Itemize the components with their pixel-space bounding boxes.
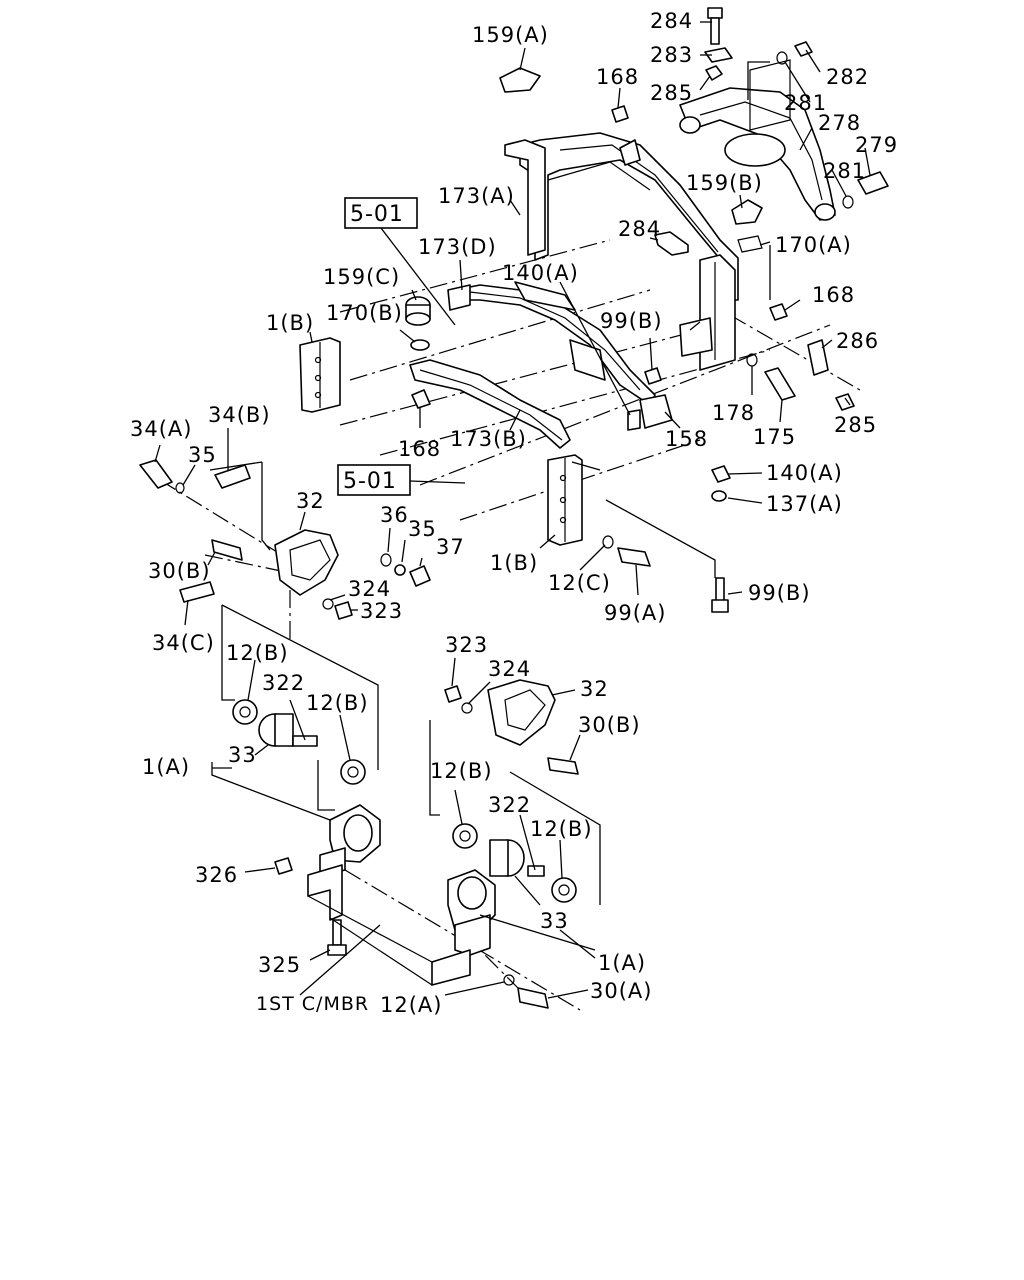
callout-label: 137(A) <box>766 492 843 516</box>
callout-label: 37 <box>436 535 465 559</box>
callout-label: 158 <box>665 427 708 451</box>
callout-label: 159(C) <box>323 265 400 289</box>
callout-label: 323 <box>445 633 488 657</box>
callout-label: 1(B) <box>266 311 314 335</box>
callout-label: 325 <box>258 953 301 977</box>
callout-label: 173(A) <box>438 184 515 208</box>
callout-label: 283 <box>650 43 693 67</box>
callout-label: 34(C) <box>152 631 215 655</box>
callout-label: 173(B) <box>450 427 527 451</box>
reference-box-top: 5-01 <box>344 197 456 326</box>
callout-label: 324 <box>348 577 391 601</box>
callout-label: 170(B) <box>326 301 403 325</box>
callout-label: 168 <box>398 437 441 461</box>
callout-label: 12(B) <box>530 817 593 841</box>
callout-label: 36 <box>380 503 409 527</box>
callout-label: 168 <box>596 65 639 89</box>
callout-label: 285 <box>834 413 877 437</box>
callout-label: 12(B) <box>306 691 369 715</box>
leader-lines <box>154 21 871 999</box>
callout-label: 322 <box>262 671 305 695</box>
reference-box-mid: 5-01 <box>337 464 466 496</box>
callout-label: 30(B) <box>148 559 211 583</box>
callout-label: 12(C) <box>548 571 611 595</box>
callout-label: 12(A) <box>380 993 442 1017</box>
callout-label: 140(A) <box>766 461 843 485</box>
callout-label: 159(A) <box>472 23 549 47</box>
callout-label: 99(A) <box>604 601 666 625</box>
callout-label: 286 <box>836 329 879 353</box>
callout-label: 326 <box>195 863 238 887</box>
callout-label: 35 <box>408 517 437 541</box>
upper-crossmember-frame <box>504 132 739 371</box>
callout-label: 32 <box>580 677 609 701</box>
lower-mount-left <box>232 699 381 956</box>
callout-label: 323 <box>360 599 403 623</box>
callout-label: 282 <box>826 65 869 89</box>
callout-label: 33 <box>540 909 569 933</box>
lower-mount-right <box>307 679 579 1009</box>
callout-label: 32 <box>296 489 325 513</box>
callout-label: 34(B) <box>208 403 271 427</box>
callout-label: 178 <box>712 401 755 425</box>
callout-label: 279 <box>855 133 898 157</box>
callout-label: 1(A) <box>142 755 190 779</box>
reference-label: 5-01 <box>350 202 404 227</box>
callout-label: 170(A) <box>775 233 852 257</box>
callout-label: 278 <box>818 111 861 135</box>
side-bracket-1b-left <box>299 337 341 413</box>
callout-label: 281 <box>784 91 827 115</box>
mount-bracket-278 <box>679 59 836 221</box>
callout-label: 285 <box>650 81 693 105</box>
centerlines <box>159 239 861 1011</box>
callout-label: 281 <box>823 159 866 183</box>
hardware-middle <box>139 459 731 620</box>
callout-label: 284 <box>618 217 661 241</box>
callout-label: 30(B) <box>578 713 641 737</box>
callout-label: 33 <box>228 743 257 767</box>
callout-label: 168 <box>812 283 855 307</box>
callout-label: 99(B) <box>600 309 663 333</box>
callout-label: 1ST C/MBR <box>256 993 369 1015</box>
callout-label: 140(A) <box>502 261 579 285</box>
callout-label: 175 <box>753 425 796 449</box>
middle-crossmember <box>409 281 673 449</box>
callout-label: 284 <box>650 9 693 33</box>
callout-label: 30(A) <box>590 979 652 1003</box>
callout-label: 1(B) <box>490 551 538 575</box>
callout-label: 99(B) <box>748 581 811 605</box>
side-bracket-1b-mid <box>547 454 583 546</box>
callout-label: 322 <box>488 793 531 817</box>
callout-label: 324 <box>488 657 531 681</box>
callout-label: 12(B) <box>430 759 493 783</box>
callout-label: 12(B) <box>226 641 289 665</box>
callout-label: 1(A) <box>598 951 646 975</box>
callout-label: 34(A) <box>130 417 192 441</box>
callout-label: 173(D) <box>418 235 497 259</box>
callout-labels: 284 159(A) 283 282 168 285 281 278 279 2… <box>130 9 898 1017</box>
hardware-top <box>405 7 889 431</box>
reference-label: 5-01 <box>343 469 397 494</box>
callout-label: 35 <box>188 443 217 467</box>
callout-label: 159(B) <box>686 171 763 195</box>
